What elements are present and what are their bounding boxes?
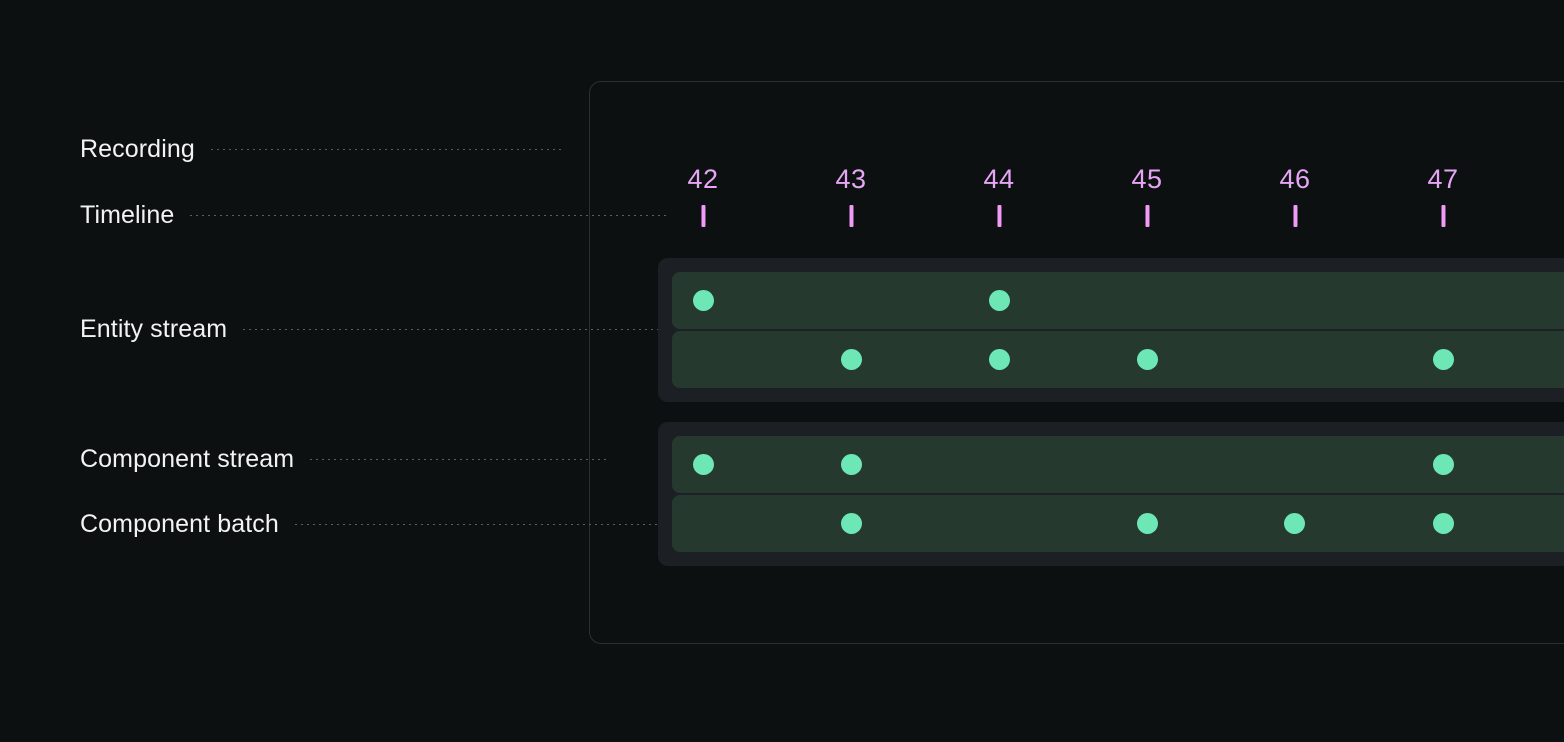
annotation-timeline: Timeline (80, 198, 669, 232)
event-dot[interactable] (1432, 349, 1454, 370)
leader-line (241, 328, 702, 330)
entity-stream-block (658, 258, 1564, 402)
annotation-label: Component stream (80, 445, 295, 473)
timeline-tick-mark-icon (1292, 205, 1297, 227)
timeline-tick-mark-icon (1440, 205, 1445, 227)
event-dot[interactable] (1136, 349, 1158, 370)
timeline-tick-label: 42 (687, 164, 719, 194)
event-dot[interactable] (840, 349, 862, 370)
annotation-label: Timeline (80, 201, 175, 229)
component-stream-row-1[interactable] (672, 436, 1564, 493)
event-dot[interactable] (692, 454, 714, 475)
timeline-tick-46[interactable]: 46 (1279, 164, 1310, 227)
event-dot[interactable] (840, 513, 862, 534)
timeline-tick-mark-icon (700, 205, 705, 227)
timeline-tick-mark-icon (848, 205, 853, 227)
event-dot[interactable] (1432, 513, 1454, 534)
event-dot[interactable] (840, 454, 862, 475)
timeline-tick-45[interactable]: 45 (1131, 164, 1162, 227)
event-dot[interactable] (1432, 454, 1454, 475)
component-stream-block (658, 422, 1564, 566)
timeline-tick-44[interactable]: 44 (983, 164, 1014, 227)
leader-line (308, 458, 609, 460)
timeline-tick-label: 46 (1279, 164, 1311, 194)
timeline-tick-label: 47 (1427, 164, 1459, 194)
timeline-tick-42[interactable]: 42 (687, 164, 718, 227)
timeline-tick-43[interactable]: 43 (835, 164, 866, 227)
annotation-entity-stream: Entity stream (80, 312, 702, 346)
annotation-label: Entity stream (80, 315, 228, 343)
timeline-tick-47[interactable]: 47 (1427, 164, 1458, 227)
event-dot[interactable] (988, 349, 1010, 370)
timeline-tick-label: 44 (983, 164, 1015, 194)
leader-line (188, 214, 669, 216)
timeline-tick-mark-icon (1144, 205, 1149, 227)
annotation-component-stream: Component stream (80, 442, 609, 476)
annotation-label: Recording (80, 135, 195, 163)
event-dot[interactable] (692, 290, 714, 311)
annotation-component-batch: Component batch (80, 507, 783, 541)
event-dot[interactable] (1283, 513, 1305, 534)
recording-panel (589, 81, 1564, 644)
annotation-label: Component batch (80, 510, 279, 538)
leader-line (292, 523, 783, 525)
timeline-tick-label: 45 (1131, 164, 1163, 194)
component-batch-row-1[interactable] (672, 495, 1564, 552)
entity-stream-row-1[interactable] (672, 272, 1564, 329)
timeline-tick-mark-icon (996, 205, 1001, 227)
event-dot[interactable] (988, 290, 1010, 311)
event-dot[interactable] (1136, 513, 1158, 534)
timeline-tick-label: 43 (835, 164, 867, 194)
entity-stream-row-2[interactable] (672, 331, 1564, 388)
leader-line (208, 148, 565, 150)
annotation-recording: Recording (80, 132, 565, 166)
